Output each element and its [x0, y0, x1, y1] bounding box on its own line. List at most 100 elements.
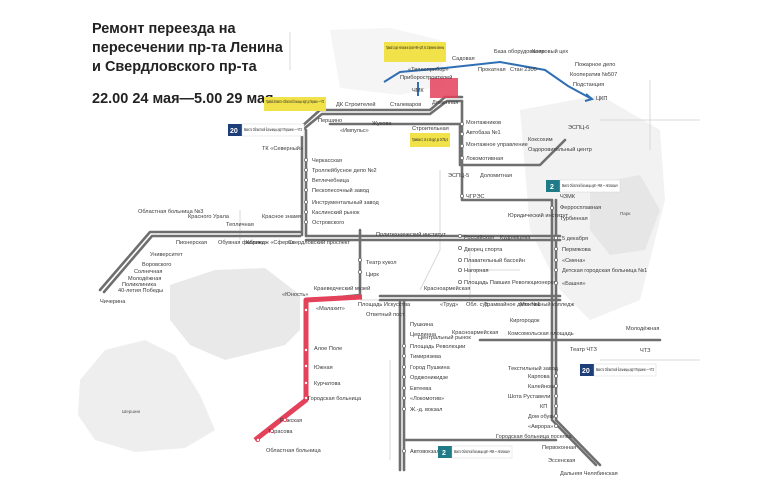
- stop-polytech: Политехнический институт: [376, 231, 446, 238]
- stop-alye-pole: Алое Поле: [314, 346, 342, 352]
- closed-chmk-block: [430, 78, 458, 98]
- stop-cirk: Цирк: [366, 272, 379, 278]
- stop-domennaya: Доменная: [432, 100, 458, 106]
- stop-tinkova: Тимирязева: [410, 354, 442, 360]
- stop-trolley-depo: Троллейбусное депо №2: [312, 167, 377, 174]
- note-2a-text: Вместо Областной больницы идёт «ЧМК — Ав…: [562, 183, 618, 188]
- note-3: [410, 133, 450, 147]
- stop-chtz: ЧТЗ: [640, 348, 651, 354]
- stop-lokomotivnaya: Локомотивная: [466, 156, 503, 162]
- stop-gorod-pushkina: Город Пушкина: [410, 365, 451, 371]
- stop-kudryavceva: Кудрявцева: [500, 235, 531, 241]
- stop-dolomitnaya: Доломитная: [480, 173, 512, 179]
- stop-molodezhnaya2: Молодёжная: [626, 326, 659, 332]
- stop-obuvnaya: Обувная фабрика: [218, 240, 266, 246]
- stop-tekstil: Текстильный завод: [508, 365, 559, 372]
- stop-ceplin: Цеплинна: [410, 332, 437, 338]
- badge-2-a: [546, 180, 560, 192]
- stop-espc6: ЭСПЦ-6: [568, 125, 589, 131]
- stop-ploshad-isk: Площадь Искусства: [358, 302, 411, 308]
- stop-sadovaya: Садовая: [452, 56, 475, 62]
- stop-teplopribor: «Теплоприбор»: [408, 67, 449, 73]
- stop-nagornaya: Нагорная: [464, 268, 489, 274]
- title-heading: Ремонт переезда на пересечении пр-та Лен…: [92, 21, 283, 75]
- stop-chmk: ЧМК: [412, 88, 424, 94]
- stop-dom-obuvi: Дом обуви: [528, 414, 555, 420]
- stop-ckp: ЦКП: [596, 96, 607, 102]
- stop-stalevarov: Сталеваров: [390, 102, 421, 108]
- stop-plavat-bassein: Плавательный бассейн: [464, 257, 525, 264]
- stop-obl-sud: Обл. суд: [466, 302, 489, 308]
- stop-kraeved-muzei: Краеведческий музей: [314, 285, 370, 292]
- badge-2-a-box: [559, 179, 621, 193]
- detour-route: [383, 60, 591, 99]
- stop-teatr-kukol: Театр кукол: [366, 260, 397, 266]
- stop-40let: 40-летия Победы: [118, 288, 163, 294]
- stop-montazhnikov: Монтажников: [466, 120, 501, 126]
- map-title: Ремонт переезда на пересечении пр-та Лен…: [92, 20, 292, 109]
- badges: 20 Вместо Областной больницы идёт Першин…: [228, 123, 657, 459]
- stop-bashnya: «Башня»: [562, 281, 586, 287]
- stop-5dekabrya: 5 декабря: [562, 236, 588, 242]
- stop-pershino: Першино: [318, 118, 342, 124]
- stop-zhukova: Жукова: [372, 121, 392, 127]
- stop-priborostroitelej: Приборостроителей: [400, 74, 452, 81]
- stop-otvetny-post: Ответный пост: [366, 311, 405, 318]
- stop-karpova: Карпова: [528, 374, 551, 380]
- badge-20-b: [580, 364, 594, 376]
- notes: Трамвай 20 вместо «Областной больницы» и…: [264, 42, 450, 147]
- stop-krasnoarm2: Красноармейская: [452, 329, 498, 336]
- stop-pl-pavshih: Площадь Павших Революционеров: [464, 280, 557, 286]
- stop-evteeva: Евтеева: [410, 386, 432, 392]
- stop-pl-revol: Площадь Революции: [410, 344, 465, 350]
- stop-chicherina: Чичерина: [100, 299, 126, 305]
- stop-sverdl-prosp: Свердловский проспект: [288, 239, 350, 246]
- closed-stop-dots: [255, 307, 308, 442]
- stop-kolledzh-sfera: Колледж «Сфера»: [246, 240, 295, 246]
- stop-vorovskogo: Воровского: [142, 262, 171, 268]
- stop-avtobaza1: Автобаза №1: [466, 130, 501, 136]
- note-20b-text: Вместо Областной больницы идёт Першино —…: [596, 367, 654, 372]
- stop-det-bol1: Детская городская больница №1: [562, 268, 647, 274]
- stop-shota: Шота Руставели: [508, 394, 550, 400]
- stop-peskopesk: Пескопесочный завод: [312, 187, 370, 194]
- stop-teplichnaya: Тепличная: [226, 222, 254, 228]
- badge-20-b-text: 20: [582, 368, 590, 375]
- note-20-top-text: Трамвай 20 вместо «Областной больницы» и…: [266, 99, 324, 104]
- stop-ordzhonikidze: Орджоникидзе: [410, 375, 448, 381]
- stop-montazh-upr: Монтажное управление: [466, 142, 528, 148]
- lake-area: [78, 340, 215, 452]
- badge-20-top: [228, 124, 242, 136]
- stop-labels: ЧМК Доменная Сталеваров ДК Строителей Пе…: [100, 48, 659, 477]
- stop-montazh-kol: Монтажный колледж: [520, 301, 574, 308]
- stop-kurchatova: Курчатова: [314, 381, 341, 387]
- badge-20-b-box: [593, 363, 657, 377]
- note-20-top: [264, 97, 326, 111]
- stop-yurid-inst: Юридический институт: [508, 212, 568, 219]
- stop-lokomotiv: «Локомотив»: [410, 396, 444, 402]
- stop-poliklinika: Поликлиника: [122, 282, 157, 288]
- note-3-text: Трамваи 3, 14 и 19 идут до ЭСПЦ-6: [412, 137, 448, 142]
- title-dates: 22.00 24 мая—5.00 29 мая: [92, 91, 274, 107]
- stop-ferro: Ферросплавная: [560, 205, 601, 211]
- stop-kopr-ceh: Копровый цех: [532, 48, 568, 55]
- badge-20-top-box: [241, 123, 305, 137]
- stop-impuls: «Импульс»: [340, 128, 369, 134]
- stop-ostrovskogo: Островского: [312, 220, 344, 226]
- badge-2-b-text: 2: [442, 450, 446, 457]
- badge-2-a-text: 2: [550, 184, 554, 191]
- stop-gor-bol-posel: Городская больница поселка: [496, 434, 572, 440]
- stop-teatr-chtz: Театр ЧТЗ: [570, 347, 598, 353]
- stop-kaleinova: Калейнова: [528, 383, 557, 390]
- stop-vetlechebnica: Ветлечебница: [312, 178, 350, 184]
- stop-kaslinsky: Каслинский рынок: [312, 209, 360, 216]
- stop-yunost: «Юность»: [282, 292, 308, 298]
- stop-tramv-depo1: Трамвайное депо №1: [484, 301, 540, 308]
- stop-yuzhnaya: Южная: [314, 365, 333, 371]
- stop-espc5: ЭСПЦ-5: [448, 173, 469, 179]
- stop-chvmk: ЧЗМК: [560, 194, 576, 200]
- stop-ozd-centr: Оздоровительный центр: [528, 146, 592, 153]
- stop-tk-severny: ТК «Северный»: [262, 145, 303, 152]
- stop-rossiyskaya: Российская: [464, 234, 494, 241]
